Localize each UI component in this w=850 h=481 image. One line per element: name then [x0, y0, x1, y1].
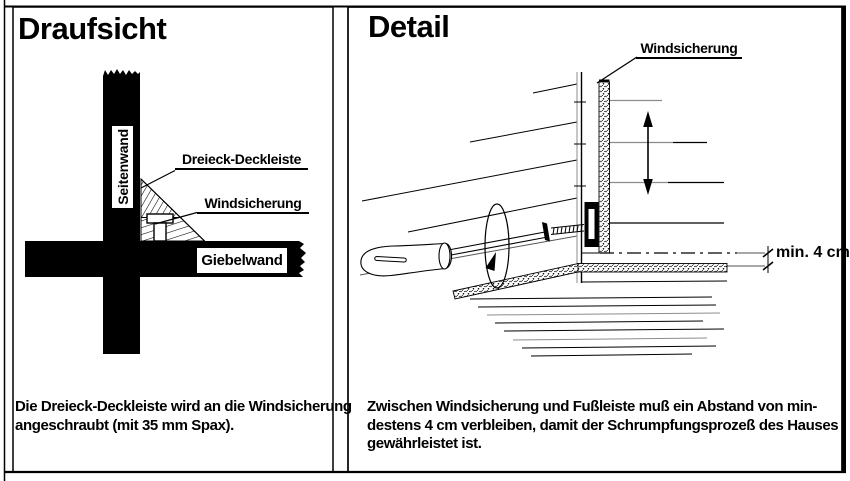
dreieck-deckleiste-label: Dreieck-Deckleiste: [175, 151, 308, 170]
corner-edge: [574, 72, 586, 283]
caption-line: destens 4 cm verbleiben, damit der Schru…: [367, 416, 839, 434]
windsicherung-label-left: Windsicherung: [197, 195, 309, 214]
movement-arrow-icon: [643, 111, 653, 195]
caption-line: gewährleistet ist.: [367, 435, 482, 452]
triangle-hypotenuse: [140, 178, 205, 242]
leader-windsicherung-left: [154, 211, 198, 225]
right-panel-caption: Zwischen Windsicherung und Fußleiste muß…: [367, 398, 839, 454]
seitenwand-wall: [103, 69, 140, 354]
page-borders: [3, 0, 846, 481]
seitenwand-label: Seitenwand: [114, 129, 131, 205]
seitenwand-label-box: Seitenwand: [110, 124, 135, 210]
giebelwand-label: Giebelwand: [201, 252, 283, 269]
screw-thread: [550, 224, 585, 235]
right-panel-title: Detail: [368, 9, 450, 44]
caption-line: Zwischen Windsicherung und Fußleiste muß…: [367, 398, 817, 415]
caption-line: Die Dreieck-Deckleiste wird an die Winds…: [15, 398, 352, 415]
floor-boards: [469, 280, 728, 357]
fussleiste: [452, 262, 728, 300]
left-panel-title: Draufsicht: [18, 11, 167, 46]
leader-windsicherung-right: [596, 56, 638, 84]
giebelwand-label-box: Giebelwand: [195, 246, 289, 275]
dimension-line: [600, 246, 774, 273]
screwdriver-icon: [360, 222, 585, 277]
windsicherung-label-right: Windsicherung: [636, 40, 742, 59]
detail-diagram: [359, 56, 774, 357]
rotation-arrow-icon: [484, 203, 510, 289]
left-panel-caption: Die Dreieck-Deckleiste wird an die Winds…: [15, 398, 352, 435]
screw-slot: [584, 202, 599, 247]
screw-head: [542, 222, 550, 242]
left-panel-frame: [12, 6, 334, 473]
leader-deckleiste: [140, 169, 176, 189]
wall-boards-right: [609, 99, 724, 224]
caption-line: angeschraubt (mit 35 mm Spax).: [15, 416, 234, 434]
min-4cm-dimension-label: min. 4 cm: [776, 244, 850, 261]
